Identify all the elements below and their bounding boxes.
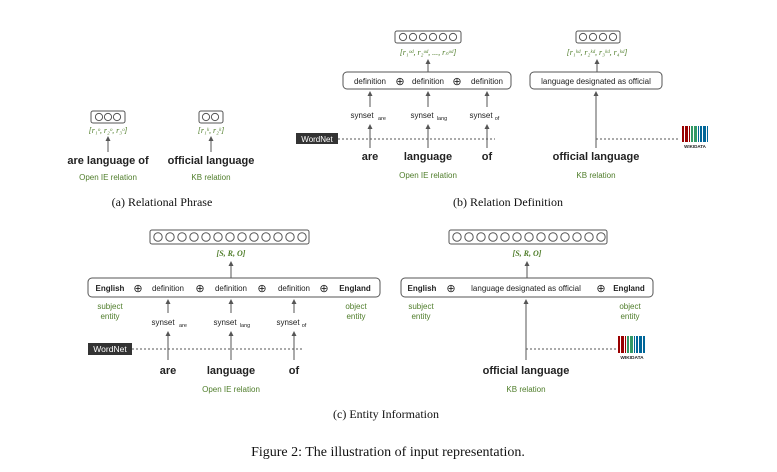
oplus-icon: ⊕ — [257, 283, 266, 295]
synset-b-lang: synset — [410, 111, 434, 120]
definition-box-b — [342, 71, 512, 90]
arrowhead — [425, 59, 431, 64]
phrase-a-left: are language of — [67, 155, 149, 167]
synset-sub: of — [302, 323, 307, 329]
vector-label-a-left: [r₁ᵒ, r₂ᵒ, r₃ᵒ] — [89, 126, 128, 135]
kb-definition-b: language designated as official — [541, 77, 651, 86]
word-b-of: of — [482, 151, 493, 163]
vector-box-a-right — [198, 110, 224, 124]
caption-a: (a) Relational Phrase — [112, 195, 213, 209]
oplus-icon: ⊕ — [446, 283, 455, 295]
vector-label-c-right: [S, R, O] — [513, 249, 542, 258]
word-c-language: language — [207, 365, 255, 377]
vector-label-b-left: [r₁ᵒᵈ, r₂ᵒᵈ, ..., rₙᵒᵈ] — [400, 48, 457, 57]
definition-b-3: definition — [471, 77, 503, 86]
vector-box-a-left — [90, 110, 126, 124]
oplus-icon: ⊕ — [133, 283, 142, 295]
label-a-left: Open IE relation — [79, 173, 137, 182]
definition-c-2: definition — [215, 284, 247, 293]
word-b-language: language — [404, 151, 452, 163]
subject-label-c: subject — [97, 302, 123, 311]
arrowhead — [208, 136, 214, 141]
phrase-a-right: official language — [168, 155, 255, 167]
wordnet-tag-c — [88, 343, 132, 355]
object-entity-c: England — [339, 284, 371, 293]
kb-definition-box-b — [529, 71, 663, 90]
svg-text:WIKIDATA: WIKIDATA — [620, 355, 644, 361]
synset-c-of: synset — [276, 318, 300, 327]
object-label-c-right: object — [619, 302, 641, 311]
object-entity-c-right: England — [613, 284, 645, 293]
vector-box-c-right — [448, 229, 608, 245]
subject-label-c-right-2: entity — [411, 312, 430, 321]
caption-c: (c) Entity Information — [333, 407, 439, 421]
wordnet-tag-b — [296, 133, 338, 144]
synset-c-lang: synset — [213, 318, 237, 327]
vector-box-c-left — [149, 229, 310, 245]
synset-b-are: synset — [350, 111, 374, 120]
label-b-left: Open IE relation — [399, 171, 457, 180]
wordnet-label-c: WordNet — [93, 344, 127, 354]
synset-sub: are — [179, 323, 187, 329]
vector-label-c-left: [S, R, O] — [217, 249, 246, 258]
phrase-b-right: official language — [553, 151, 640, 163]
synset-sub: lang — [437, 116, 447, 122]
word-c-are: are — [160, 365, 177, 377]
vector-label-a-right: [r₁ᵏ, r₂ᵏ] — [198, 126, 225, 135]
object-label-c-right-2: entity — [620, 312, 639, 321]
oplus-icon: ⊕ — [195, 283, 204, 295]
vector-label-b-right: [r₁ᵏᵈ, r₂ᵏᵈ, r₃ᵏᵈ, r₄ᵏᵈ] — [567, 48, 628, 57]
object-label-c: object — [345, 302, 367, 311]
subject-entity-c: English — [96, 284, 125, 293]
wikidata-logo-icon: WIKIDATA — [682, 126, 708, 149]
panel-a: [r₁ᵒ, r₂ᵒ, r₃ᵒ] are language of Open IE … — [67, 110, 255, 209]
synset-sub: lang — [240, 323, 250, 329]
wikidata-logo-icon: WIKIDATA — [618, 336, 645, 361]
kb-entity-box-c — [400, 277, 654, 298]
object-label-c-2: entity — [346, 312, 365, 321]
definition-c-1: definition — [152, 284, 184, 293]
label-b-right: KB relation — [576, 171, 615, 180]
word-b-are: are — [362, 151, 379, 163]
vector-box-b-left — [394, 30, 462, 44]
oplus-icon: ⊕ — [395, 76, 404, 88]
synset-sub: of — [495, 116, 500, 122]
oplus-icon: ⊕ — [596, 283, 605, 295]
caption-b: (b) Relation Definition — [453, 195, 563, 209]
label-c-left: Open IE relation — [202, 385, 260, 394]
oplus-icon: ⊕ — [452, 76, 461, 88]
definition-b-2: definition — [412, 77, 444, 86]
subject-label-c-right: subject — [408, 302, 434, 311]
subject-entity-c-right: English — [408, 284, 437, 293]
synset-sub: are — [378, 116, 386, 122]
figure-caption: Figure 2: The illustration of input repr… — [251, 445, 525, 460]
entity-definition-box-c — [87, 277, 381, 298]
word-c-of: of — [289, 365, 300, 377]
panel-b: [r₁ᵒᵈ, r₂ᵒᵈ, ..., rₙᵒᵈ] definition ⊕ def… — [296, 30, 708, 209]
phrase-c-right: official language — [483, 365, 570, 377]
panel-c: [S, R, O] English ⊕ definition ⊕ definit… — [87, 229, 654, 421]
oplus-icon: ⊕ — [319, 283, 328, 295]
vector-box-b-right — [575, 30, 621, 44]
svg-text:WIKIDATA: WIKIDATA — [684, 144, 707, 149]
definition-c-3: definition — [278, 284, 310, 293]
label-a-right: KB relation — [191, 173, 230, 182]
synset-b-of: synset — [469, 111, 493, 120]
arrowhead — [105, 136, 111, 141]
subject-label-c-2: entity — [100, 312, 119, 321]
definition-b-1: definition — [354, 77, 386, 86]
kb-definition-c: language designated as official — [471, 284, 581, 293]
wordnet-label-b: WordNet — [301, 135, 333, 144]
synset-c-are: synset — [151, 318, 175, 327]
label-c-right: KB relation — [506, 385, 545, 394]
